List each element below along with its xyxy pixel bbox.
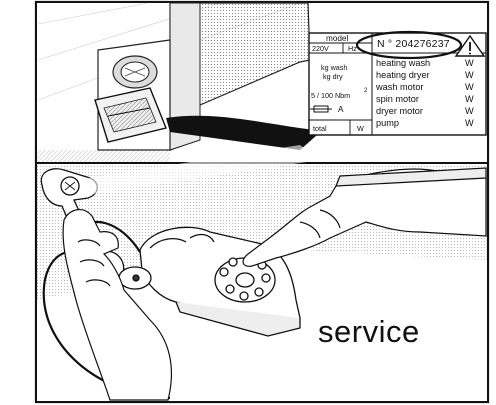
label-nbm: 5 / 100 Nbm — [311, 92, 350, 99]
component-unit: W — [465, 119, 474, 128]
service-caption: service — [318, 316, 420, 347]
component-name: dryer motor — [376, 107, 423, 116]
component-unit: W — [465, 95, 474, 104]
component-unit: W — [465, 83, 474, 92]
label-kg-wash: kg wash — [321, 64, 347, 71]
label-serial-number: N ° 204276237 — [377, 39, 450, 50]
component-name: pump — [376, 119, 399, 128]
label-voltage: 220V — [312, 45, 329, 52]
label-nbm-superscript: 2 — [364, 88, 367, 94]
component-name: wash motor — [376, 83, 424, 92]
label-model: model — [326, 35, 348, 43]
label-hz: Hz — [348, 45, 357, 52]
component-name: heating dryer — [376, 71, 430, 80]
component-unit: W — [465, 59, 474, 68]
component-name: spin motor — [376, 95, 419, 104]
component-unit: W — [465, 71, 474, 80]
label-kg-dry: kg dry — [323, 73, 343, 80]
label-amp: A — [338, 106, 343, 114]
label-total: total — [313, 125, 327, 132]
component-name: heating wash — [376, 59, 430, 68]
label-total-unit: W — [357, 125, 364, 132]
component-unit: W — [465, 107, 474, 116]
